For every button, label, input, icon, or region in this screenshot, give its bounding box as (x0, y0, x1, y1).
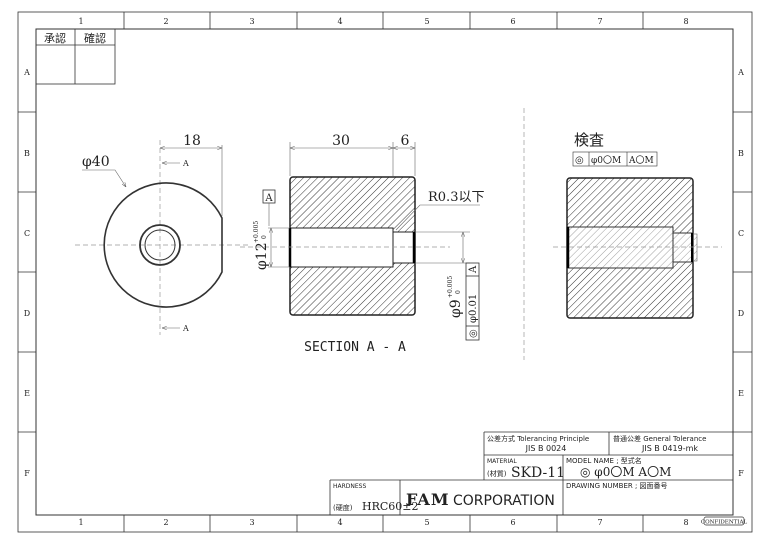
feature-control-frame: ◎ φ0.01 A (465, 262, 480, 341)
section-marker-top: A (182, 159, 189, 168)
material-prefix: (材質) (487, 469, 507, 478)
column-label: 2 (163, 17, 168, 26)
column-label: 7 (597, 518, 602, 527)
row-label: D (24, 309, 30, 318)
drawing-number-label: DRAWING NUMBER ; 図面番号 (566, 482, 668, 490)
row-label: A (737, 68, 744, 77)
length-dimension: 30 (332, 133, 350, 149)
part-outline (103, 182, 223, 308)
section-marker-bottom: A (182, 324, 189, 333)
datum-label: A (264, 193, 273, 204)
row-label: B (24, 149, 30, 158)
row-label: F (738, 469, 744, 478)
section-caption: SECTION A - A (304, 340, 406, 355)
column-label: 8 (683, 17, 688, 26)
title-block: 公差方式 Tolerancing Principle JIS B 0024 普通… (329, 431, 748, 526)
hardness-prefix: (硬度) (333, 503, 353, 512)
concentricity-symbol: ◎ (575, 155, 584, 166)
section-view: 30 6 R0.3以下 A φ12 +0.005 0 φ9 +0.005 0 (240, 133, 484, 355)
row-label: E (24, 389, 30, 398)
row-label: A (23, 68, 30, 77)
tolerancing-label: 公差方式 Tolerancing Principle (487, 434, 589, 443)
column-label: 5 (424, 518, 429, 527)
inspection-view: 検査 ◎ φ0〇M A〇M (553, 131, 722, 319)
fcf-tolerance: φ0.01 (468, 294, 479, 323)
approve-label: 承認 (44, 31, 66, 45)
column-label: 3 (249, 17, 254, 26)
material-label: MATERIAL (487, 458, 517, 465)
column-label: 8 (683, 518, 688, 527)
approval-box: 承認 確認 (35, 28, 116, 85)
fcf-datum: A (468, 265, 479, 274)
inspection-title: 検査 (574, 131, 604, 149)
confidential-stamp: CONFIDENTIAL (701, 520, 748, 526)
drawing-frame: 1 2 3 4 5 6 7 8 1 2 3 4 5 6 7 8 A B C D … (17, 11, 753, 533)
column-label: 7 (597, 17, 602, 26)
fcf-tolerance: φ0〇M (591, 155, 621, 166)
column-label: 2 (163, 518, 168, 527)
small-bore-diameter: φ9 (448, 299, 464, 318)
row-label: D (738, 309, 744, 318)
row-label: F (24, 469, 30, 478)
company-logo-text: FAM (406, 490, 450, 509)
row-label: C (24, 229, 30, 238)
column-label: 4 (337, 17, 342, 26)
bore-tolerance-upper: +0.005 (253, 221, 260, 243)
row-label: C (738, 229, 744, 238)
front-view: 18 φ40 A A (75, 133, 250, 335)
width-dimension: 18 (183, 133, 201, 149)
step-dimension: 6 (401, 133, 410, 149)
confirm-label: 確認 (84, 31, 106, 45)
column-label: 6 (510, 518, 515, 527)
general-tolerance-label: 普通公差 General Tolerance (613, 434, 706, 443)
column-label: 1 (78, 518, 83, 527)
small-bore-tolerance-lower: 0 (455, 290, 462, 294)
tolerancing-value: JIS B 0024 (525, 444, 567, 453)
general-tolerance-value: JIS B 0419-mk (641, 444, 698, 453)
column-label: 5 (424, 17, 429, 26)
column-label: 6 (510, 17, 515, 26)
column-label: 1 (78, 17, 83, 26)
concentricity-symbol: ◎ (468, 329, 479, 338)
material-value: SKD-11 (511, 465, 565, 481)
hardness-value: HRC60±2 (362, 500, 419, 513)
bore-diameter: φ12 (254, 242, 270, 270)
company-name: CORPORATION (453, 493, 555, 509)
fcf-datum: A〇M (628, 155, 654, 166)
column-label: 3 (249, 518, 254, 527)
small-bore-tolerance-upper: +0.005 (447, 276, 454, 298)
radius-note: R0.3以下 (428, 190, 484, 205)
hardness-label: HARDNESS (333, 483, 366, 490)
model-name-label: MODEL NAME ; 型式名 (566, 456, 642, 465)
diameter-dimension: φ40 (82, 154, 110, 170)
column-label: 4 (337, 518, 342, 527)
bore-tolerance-lower: 0 (261, 235, 268, 239)
model-name-value: ◎ φ0〇M A〇M (580, 465, 671, 479)
row-label: E (738, 389, 744, 398)
row-label: B (738, 149, 744, 158)
